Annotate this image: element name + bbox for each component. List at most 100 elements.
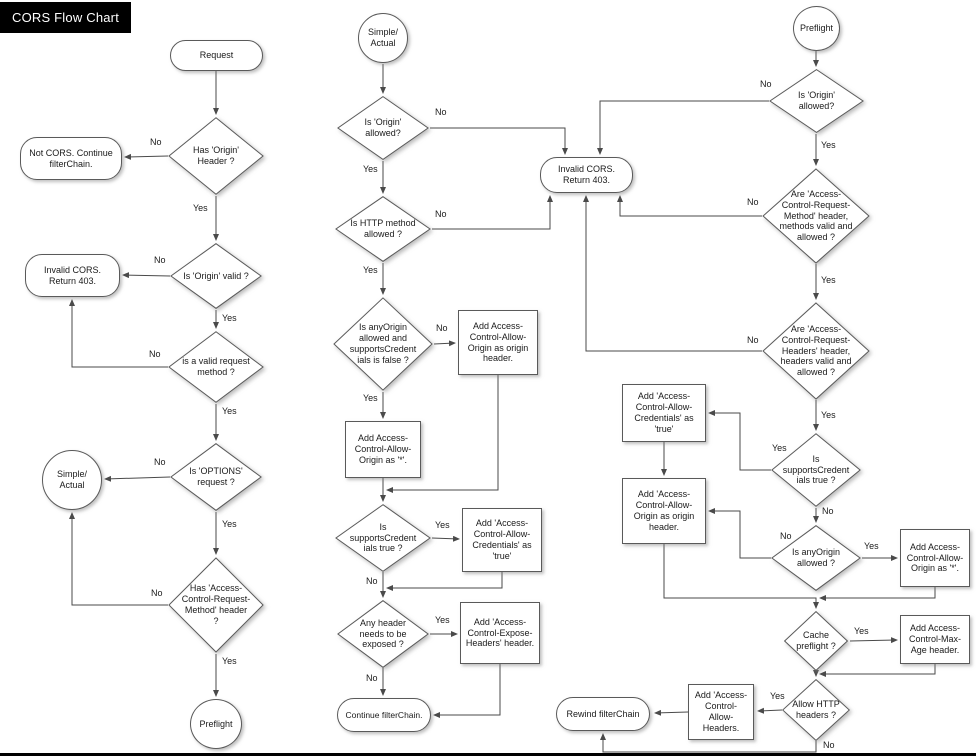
- edge-label-no: No: [822, 506, 834, 516]
- decision-label: Is 'Origin' allowed?: [798, 90, 835, 111]
- diamond-shape: [769, 69, 864, 133]
- decision-label: Has 'Origin' Header ?: [193, 145, 239, 166]
- edge-label-no: No: [150, 137, 162, 147]
- edge-label-yes: Yes: [193, 203, 208, 213]
- process-label: Add Access- Control-Allow- Origin as '*'…: [354, 433, 412, 465]
- decision-label: Any header needs to be exposed ?: [359, 617, 407, 650]
- edge-label-no: No: [149, 349, 161, 359]
- decision-label: is a valid request method ?: [182, 356, 250, 377]
- diamond-shape: [762, 302, 870, 400]
- decision-anyorigin-credentials: Is anyOrigin allowed and supportsCredent…: [333, 297, 433, 391]
- edge-label-yes: Yes: [222, 519, 237, 529]
- terminal-label: Rewind filterChain: [566, 708, 640, 719]
- terminal-rewind-filterchain: Rewind filterChain: [556, 697, 650, 731]
- decision-label: Is 'OPTIONS' request ?: [189, 466, 243, 487]
- connector-simple-actual-left: Simple/ Actual: [42, 450, 102, 510]
- process-label: Add 'Access- Control-Allow- Credentials'…: [634, 391, 694, 434]
- terminal-invalid-cors-left: Invalid CORS. Return 403.: [25, 254, 120, 297]
- terminal-request: Request: [170, 40, 263, 71]
- decision-has-acrm-header: Has 'Access- Control-Request- Method' he…: [168, 557, 264, 653]
- decision-options-request: Is 'OPTIONS' request ?: [170, 443, 262, 511]
- window-bottom-edge: [0, 753, 976, 756]
- decision-label: Is 'Origin' allowed?: [364, 117, 402, 138]
- edge-label-no: No: [760, 79, 772, 89]
- edge-label-no: No: [780, 531, 792, 541]
- process-label: Add Access- Control-Allow- Origin as ori…: [467, 320, 529, 364]
- process-add-max-age: Add Access- Control-Max- Age header.: [900, 615, 970, 664]
- decision-acrh-valid: Are 'Access- Control-Request- Headers' h…: [762, 302, 870, 400]
- connector-label: Simple/ Actual: [367, 27, 398, 48]
- edge-label-no: No: [435, 107, 447, 117]
- edge-label-yes: Yes: [222, 406, 237, 416]
- decision-http-method-allowed: Is HTTP method allowed ?: [335, 196, 431, 262]
- process-add-acao-star-simple: Add Access- Control-Allow- Origin as '*'…: [345, 421, 421, 478]
- decision-cache-preflight: Cache preflight ?: [784, 611, 848, 671]
- edge-label-yes: Yes: [363, 393, 378, 403]
- diamond-shape: [333, 297, 433, 391]
- process-label: Add Access- Control-Max- Age header.: [908, 623, 961, 655]
- edge-label-yes: Yes: [222, 313, 237, 323]
- decision-has-origin-header: Has 'Origin' Header ?: [168, 117, 264, 195]
- diamond-shape: [337, 96, 429, 160]
- diamond-shape: [784, 611, 848, 671]
- process-label: Add 'Access- Control-Allow- Credentials'…: [472, 518, 532, 561]
- process-label: Add Access- Control-Allow- Origin as '*'…: [906, 541, 964, 574]
- decision-label: Are 'Access- Control-Request- Method' he…: [779, 189, 853, 243]
- edge-label-yes: Yes: [222, 656, 237, 666]
- process-add-allow-headers: Add 'Access- Control- Allow- Headers.: [688, 684, 754, 740]
- edge-label-yes: Yes: [435, 520, 450, 530]
- decision-label: Has 'Access- Control-Request- Method' he…: [181, 583, 251, 626]
- edge-label-no: No: [823, 740, 835, 750]
- diamond-shape: [170, 243, 262, 309]
- connector-label: Preflight: [799, 23, 834, 34]
- edge-label-yes: Yes: [772, 443, 787, 453]
- edge-label-yes: Yes: [854, 626, 869, 636]
- edge-label-no: No: [154, 457, 166, 467]
- decision-origin-allowed-preflight: Is 'Origin' allowed?: [769, 69, 864, 133]
- edge-label-yes: Yes: [821, 140, 836, 150]
- terminal-label: Continue filterChain.: [345, 709, 423, 720]
- diamond-shape: [168, 117, 264, 195]
- edge-label-yes: Yes: [821, 410, 836, 420]
- decision-label: Is HTTP method allowed ?: [350, 218, 416, 239]
- decision-supports-credentials-simple: Is supportsCredent ials true ?: [335, 504, 431, 572]
- process-add-acac-true-preflight: Add 'Access- Control-Allow- Credentials'…: [622, 384, 706, 442]
- diamond-shape: [771, 433, 861, 507]
- edge-label-no: No: [366, 673, 378, 683]
- edge-label-no: No: [747, 197, 759, 207]
- decision-label: Allow HTTP headers ?: [792, 699, 840, 720]
- diamond-shape: [335, 504, 431, 572]
- connector-preflight-left: Preflight: [190, 699, 242, 749]
- edge-label-no: No: [151, 588, 163, 598]
- edge-label-yes: Yes: [363, 164, 378, 174]
- connector-simple-actual-top: Simple/ Actual: [358, 13, 408, 63]
- diamond-shape: [168, 557, 264, 653]
- terminal-label: Not CORS. Continue filterChain.: [29, 147, 113, 169]
- diamond-shape: [168, 331, 264, 403]
- decision-label: Cache preflight ?: [796, 630, 836, 651]
- edge-label-no: No: [154, 255, 166, 265]
- diamond-shape: [782, 679, 850, 741]
- decision-label: Is supportsCredent ials true ?: [782, 453, 850, 486]
- decision-any-header-exposed: Any header needs to be exposed ?: [337, 600, 429, 668]
- terminal-invalid-cors-mid: Invalid CORS. Return 403.: [540, 157, 633, 193]
- connector-label: Preflight: [199, 718, 233, 729]
- edge-label-yes: Yes: [770, 691, 785, 701]
- terminal-label: Invalid CORS. Return 403.: [557, 164, 616, 185]
- page-title: CORS Flow Chart: [0, 2, 132, 33]
- terminal-request-label: Request: [199, 50, 234, 61]
- decision-label: Is supportsCredent ials true ?: [349, 521, 417, 554]
- process-label: Add 'Access- Control- Allow- Headers.: [694, 690, 748, 733]
- diamond-shape: [771, 525, 861, 591]
- decision-label: Is anyOrigin allowed and supportsCredent…: [349, 322, 417, 365]
- decision-origin-allowed-simple: Is 'Origin' allowed?: [337, 96, 429, 160]
- process-add-acao-star-preflight: Add Access- Control-Allow- Origin as '*'…: [900, 529, 970, 587]
- edge-label-no: No: [747, 335, 759, 345]
- process-label: Add 'Access- Control-Expose- Headers' he…: [465, 616, 535, 649]
- edge-label-yes: Yes: [821, 275, 836, 285]
- diamond-shape: [335, 196, 431, 262]
- edge-label-yes: Yes: [435, 615, 450, 625]
- decision-valid-request-method: is a valid request method ?: [168, 331, 264, 403]
- edge-label-no: No: [435, 209, 447, 219]
- process-label: Add 'Access- Control-Allow- Origin as or…: [633, 489, 695, 532]
